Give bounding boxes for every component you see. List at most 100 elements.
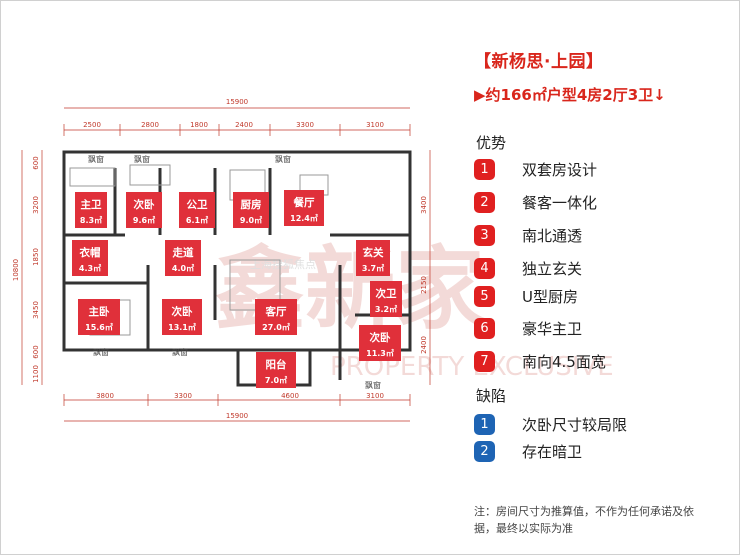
- advantage-number: 7: [474, 350, 495, 372]
- advantage-number: 6: [474, 317, 495, 339]
- svg-text:3200: 3200: [32, 196, 40, 214]
- svg-text:4.0㎡: 4.0㎡: [172, 263, 194, 273]
- svg-text:餐厅: 餐厅: [293, 196, 315, 209]
- svg-text:阳台: 阳台: [266, 358, 287, 371]
- svg-text:15.6㎡: 15.6㎡: [85, 322, 113, 332]
- svg-text:13.1㎡: 13.1㎡: [168, 322, 196, 332]
- room-kitchen: 厨房 9.0㎡: [233, 192, 269, 228]
- room-public-bath: 公卫 6.1㎡: [179, 192, 215, 228]
- svg-text:玄关: 玄关: [363, 246, 384, 259]
- svg-text:走道: 走道: [172, 246, 194, 259]
- advantage-number: 5: [474, 285, 495, 307]
- svg-text:9.6㎡: 9.6㎡: [133, 215, 155, 225]
- dim-bottom-2: 3300: [174, 392, 192, 400]
- advantage-text: 豪华主卫: [522, 319, 583, 338]
- room-bedroom-3: 次卧 13.1㎡: [162, 299, 202, 335]
- dim-bottom-3: 4600: [281, 392, 299, 400]
- svg-text:飘窗: 飘窗: [172, 347, 188, 357]
- dim-left-row: 600 3200 1850 3450 600 1100: [32, 156, 40, 383]
- dim-bottom-total: 15900: [226, 412, 248, 420]
- svg-text:次卧: 次卧: [370, 331, 391, 344]
- svg-text:600: 600: [32, 345, 40, 358]
- svg-text:飘窗: 飘窗: [88, 154, 104, 164]
- room-foyer: 玄关 3.7㎡: [356, 240, 390, 276]
- svg-text:客厅: 客厅: [265, 305, 287, 318]
- svg-text:7.0㎡: 7.0㎡: [265, 375, 287, 385]
- dim-left-total: 10800: [12, 259, 20, 281]
- svg-text:厨房: 厨房: [241, 198, 262, 211]
- advantage-text: 独立玄关: [522, 259, 583, 278]
- room-master-bath: 主卫 8.3㎡: [75, 192, 107, 228]
- svg-text:飘窗: 飘窗: [365, 380, 381, 390]
- svg-text:次卫: 次卫: [376, 287, 397, 300]
- advantage-item: 1 双套房设计: [474, 158, 597, 180]
- room-bedroom-2: 次卧 9.6㎡: [126, 192, 162, 228]
- room-closet: 衣帽 4.3㎡: [72, 240, 108, 276]
- dim-top-5: 3300: [296, 121, 314, 129]
- project-title: 【新杨思·上园】: [474, 52, 604, 72]
- defect-item: 2 存在暗卫: [474, 440, 582, 462]
- advantage-number: 4: [474, 257, 495, 279]
- defects-heading: 缺陷: [476, 387, 507, 405]
- svg-text:飘窗: 飘窗: [275, 154, 291, 164]
- svg-text:公卫: 公卫: [187, 199, 208, 211]
- svg-text:次卧: 次卧: [172, 305, 193, 318]
- room-master-bedroom: 主卧 15.6㎡: [78, 299, 120, 335]
- advantage-item: 6 豪华主卫: [474, 317, 582, 339]
- svg-text:衣帽: 衣帽: [80, 246, 101, 259]
- svg-text:主卧: 主卧: [89, 305, 110, 318]
- defect-text: 存在暗卫: [522, 442, 583, 461]
- svg-text:600: 600: [32, 156, 40, 169]
- room-second-bath: 次卫 3.2㎡: [370, 281, 402, 317]
- disclaimer-note: 注：房间尺寸为推算值，不作为任何承诺及依据，最终以实际为准: [474, 505, 694, 535]
- room-labels: 主卫 8.3㎡ 次卧 9.6㎡ 公卫 6.1㎡ 厨房 9.0㎡ 餐厅 12.4㎡ 衣帽 4.…: [72, 190, 402, 388]
- advantage-number: 3: [474, 224, 495, 246]
- svg-text:9.0㎡: 9.0㎡: [240, 215, 262, 225]
- svg-text:3450: 3450: [32, 301, 40, 319]
- unit-subtitle: ▶约166㎡户型4房2厅3卫↓: [474, 86, 666, 104]
- dim-top-3: 1800: [190, 121, 208, 129]
- svg-text:飘窗: 飘窗: [134, 154, 150, 164]
- svg-text:4.3㎡: 4.3㎡: [79, 263, 101, 273]
- advantage-item: 5 U型厨房: [474, 285, 578, 307]
- dim-top-row: 2500 2800 1800 2400 3300 3100: [63, 121, 411, 136]
- room-balcony: 阳台 7.0㎡: [256, 352, 296, 388]
- room-hallway: 走道 4.0㎡: [165, 240, 201, 276]
- svg-text:27.0㎡: 27.0㎡: [262, 322, 290, 332]
- svg-text:1100: 1100: [32, 365, 40, 383]
- advantage-item: 3 南北通透: [474, 224, 582, 246]
- dim-top-6: 3100: [366, 121, 384, 129]
- svg-text:8.3㎡: 8.3㎡: [80, 215, 102, 225]
- advantage-text: 南向4.5面宽: [522, 352, 606, 371]
- advantage-text: 双套房设计: [522, 160, 598, 179]
- svg-text:3.7㎡: 3.7㎡: [362, 263, 384, 273]
- svg-text:2150: 2150: [420, 276, 428, 294]
- dim-top-1: 2500: [83, 121, 101, 129]
- svg-text:飘窗: 飘窗: [93, 347, 109, 357]
- svg-text:2400: 2400: [420, 336, 428, 354]
- advantage-text: U型厨房: [522, 287, 578, 306]
- dim-right-row: 3400 2150 2400: [420, 196, 428, 354]
- room-bedroom-4: 次卧 11.3㎡: [359, 325, 401, 361]
- advantages-heading: 优势: [476, 134, 507, 152]
- defect-number: 1: [474, 413, 495, 435]
- svg-text:11.3㎡: 11.3㎡: [366, 348, 394, 358]
- advantage-item: 7 南向4.5面宽: [474, 350, 606, 372]
- window-labels: 飘窗 飘窗 飘窗 飘窗 飘窗 飘窗: [88, 154, 381, 390]
- svg-text:6.1㎡: 6.1㎡: [186, 215, 208, 225]
- advantage-number: 1: [474, 158, 495, 180]
- svg-text:12.4㎡: 12.4㎡: [290, 213, 318, 223]
- dim-bottom-row: 3800 3300 4600 3100: [63, 392, 411, 406]
- svg-text:主卫: 主卫: [81, 198, 102, 211]
- advantage-text: 餐客一体化: [522, 193, 598, 212]
- defect-text: 次卧尺寸较局限: [522, 415, 628, 434]
- svg-text:次卧: 次卧: [134, 198, 155, 211]
- defect-item: 1 次卧尺寸较局限: [474, 413, 627, 435]
- dim-top-2: 2800: [141, 121, 159, 129]
- room-living: 客厅 27.0㎡: [255, 299, 297, 335]
- svg-text:3.2㎡: 3.2㎡: [375, 304, 397, 314]
- advantage-text: 南北通透: [522, 226, 583, 245]
- defect-number: 2: [474, 440, 495, 462]
